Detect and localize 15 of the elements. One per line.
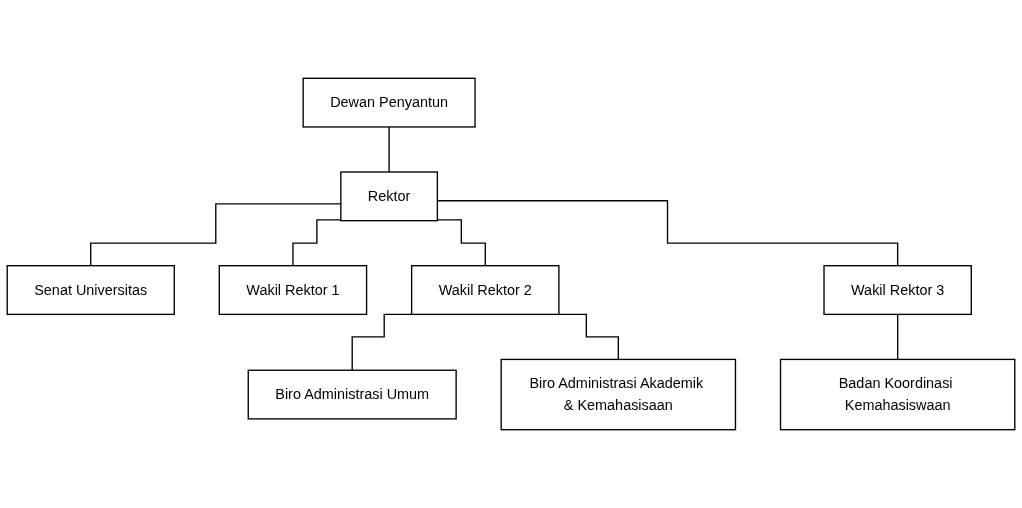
connector [896,313,899,361]
connector [292,219,342,267]
connector [436,200,899,267]
node-box: Biro Administrasi Umum [247,369,457,420]
node-box: Dewan Penyantun [302,77,476,128]
connector [388,126,390,173]
node-box: Rektor [340,171,439,222]
connector [90,203,342,267]
node-box: Badan Koordinasi Kemahasiswaan [779,358,1016,431]
node-box: Wakil Rektor 3 [823,265,972,316]
node-box: Wakil Rektor 1 [218,265,368,316]
node-box: Senat Universitas [6,265,175,316]
connector [436,219,486,267]
node-box: Biro Administrasi Akademik & Kemahasisaan [500,358,737,431]
node-box: Wakil Rektor 2 [410,265,560,316]
